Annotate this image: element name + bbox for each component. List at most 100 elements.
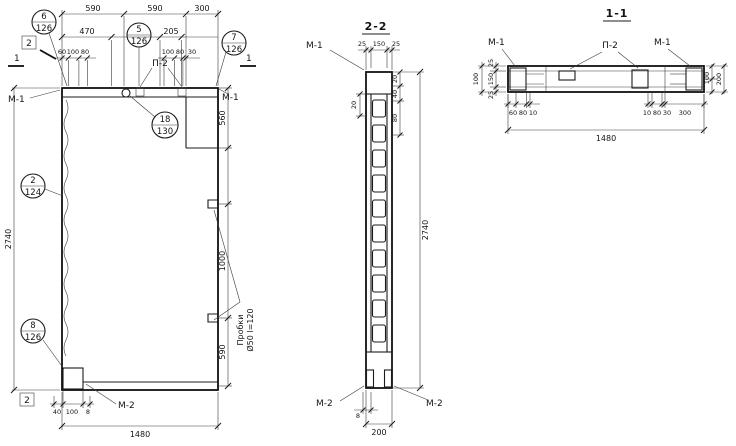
dim-590-right: 590 xyxy=(147,4,162,13)
dim-590-left: 590 xyxy=(85,4,100,13)
dim-60: 60 xyxy=(58,48,66,56)
section-1-1-view: 1-1 xyxy=(472,7,728,143)
balloon-sheet: 124 xyxy=(25,188,41,198)
dim-10-bl: 10 xyxy=(529,109,537,117)
embedded-part-m2-block xyxy=(62,367,84,390)
dim-100-right: 100 xyxy=(703,72,711,84)
marker-labels: М-1 М-1 П-2 М-2 xyxy=(8,59,239,411)
section2-dimension-lines xyxy=(354,46,424,428)
m2-anchor-left xyxy=(365,369,375,388)
section-cut-marks: 1 1 2 2 xyxy=(8,35,256,407)
dim-height-2740: 2740 xyxy=(4,229,13,249)
section1-marker-labels: М-1 П-2 М-1 xyxy=(488,38,691,70)
dim-300: 300 xyxy=(194,4,209,13)
m1-embed-right xyxy=(685,67,703,91)
dim-560: 560 xyxy=(218,110,227,125)
top-solid-zone xyxy=(365,71,393,95)
balloon-sheet: 126 xyxy=(25,333,41,343)
m1-right-label: М-1 xyxy=(222,93,239,103)
dim-200-width: 200 xyxy=(371,428,386,437)
balloon-8: 8 126 xyxy=(20,318,65,370)
dimension-lines xyxy=(10,10,232,430)
balloon-num: 7 xyxy=(231,33,236,43)
keyed-edge xyxy=(63,99,69,357)
dim-205: 205 xyxy=(163,27,178,36)
dim-590r: 590 xyxy=(218,344,227,359)
dim-25-right: 25 xyxy=(392,40,400,48)
balloon-num: 8 xyxy=(30,321,35,331)
dim-25-bottom: 25 xyxy=(487,91,495,99)
dim-40: 40 xyxy=(53,408,61,416)
dim-100: 100 xyxy=(67,48,79,56)
section-outline xyxy=(365,71,393,389)
balloon-5: 5 126 xyxy=(126,22,152,86)
dim-1480-section: 1480 xyxy=(596,134,616,143)
dim-300-br: 300 xyxy=(679,109,691,117)
balloon-num: 6 xyxy=(41,12,46,22)
dim-8: 8 xyxy=(86,408,90,416)
dim-80b: 80 xyxy=(176,48,184,56)
m2-anchor-right xyxy=(383,369,393,388)
m2-left-label: М-2 xyxy=(316,399,333,409)
dim-100c: 100 xyxy=(66,408,78,416)
plug-hole-bottom xyxy=(207,313,218,323)
section1-dimension-lines xyxy=(478,62,728,134)
p2-embed-b xyxy=(631,69,649,89)
balloon-18: 18 130 xyxy=(129,95,179,139)
dim-150-mid: 150 xyxy=(487,73,495,85)
dim-10-br: 10 xyxy=(643,109,651,117)
note-line1: Пробки xyxy=(236,315,245,346)
dim-20-left: 20 xyxy=(350,101,358,109)
dim-2740-section: 2740 xyxy=(421,220,430,240)
balloon-2: 2 124 xyxy=(20,173,64,199)
section-2-2-view: 2-2 xyxy=(306,20,443,437)
dim-30-br: 30 xyxy=(663,109,671,117)
m1-right-label: М-1 xyxy=(654,38,671,48)
dim-80-right: 80 xyxy=(391,114,399,122)
p2-embed-a xyxy=(558,70,576,81)
dim-150: 150 xyxy=(373,40,385,48)
plan-section-outline xyxy=(507,65,705,93)
dim-25-top: 25 xyxy=(487,59,495,67)
dim-200-right: 200 xyxy=(715,73,723,85)
balloon-sheet: 130 xyxy=(157,127,173,137)
panel-outline xyxy=(61,87,219,391)
m1-embed-left xyxy=(509,67,527,91)
section-mark-2-bottom: 2 xyxy=(24,396,30,406)
dim-30: 30 xyxy=(188,48,196,56)
dim-1000: 1000 xyxy=(218,251,227,271)
section-1-1-title: 1-1 xyxy=(606,7,629,20)
p2-label: П-2 xyxy=(602,41,618,51)
m2-label: М-2 xyxy=(118,401,135,411)
m1-label: М-1 xyxy=(306,41,323,51)
balloon-num: 2 xyxy=(30,176,35,186)
dim-470: 470 xyxy=(79,27,94,36)
dim-100-left: 100 xyxy=(472,73,480,85)
dim-80: 80 xyxy=(81,48,89,56)
section-mark-2-top: 2 xyxy=(26,39,32,49)
dim-60-bl: 60 xyxy=(509,109,517,117)
extension-lines xyxy=(12,10,232,430)
balloon-sheet: 126 xyxy=(131,37,147,47)
dim-100b: 100 xyxy=(162,48,174,56)
balloon-num: 18 xyxy=(160,115,171,125)
dim-8-offset: 8 xyxy=(356,412,360,420)
balloon-sheet: 126 xyxy=(36,24,52,34)
balloon-7: 7 126 xyxy=(215,30,247,87)
section-mark-1-left: 1 xyxy=(14,54,20,64)
balloon-sheet: 126 xyxy=(226,45,242,55)
dim-width-1480: 1480 xyxy=(130,430,150,439)
section-mark-1-right: 1 xyxy=(246,54,252,64)
lifting-loop xyxy=(121,88,131,98)
dim-40-right: 40 xyxy=(391,90,399,98)
note-line2: Ø50 l=120 xyxy=(245,308,255,351)
plug-hole-top xyxy=(207,199,218,209)
section2-marker-labels: М-1 М-2 М-2 xyxy=(306,41,443,409)
dim-80-br: 80 xyxy=(653,109,661,117)
dim-25-left: 25 xyxy=(358,40,366,48)
m1-left-label: М-1 xyxy=(8,95,25,105)
m2-right-label: М-2 xyxy=(426,399,443,409)
front-elevation-view: 590 590 300 470 205 60 100 80 100 80 30 … xyxy=(4,4,256,439)
